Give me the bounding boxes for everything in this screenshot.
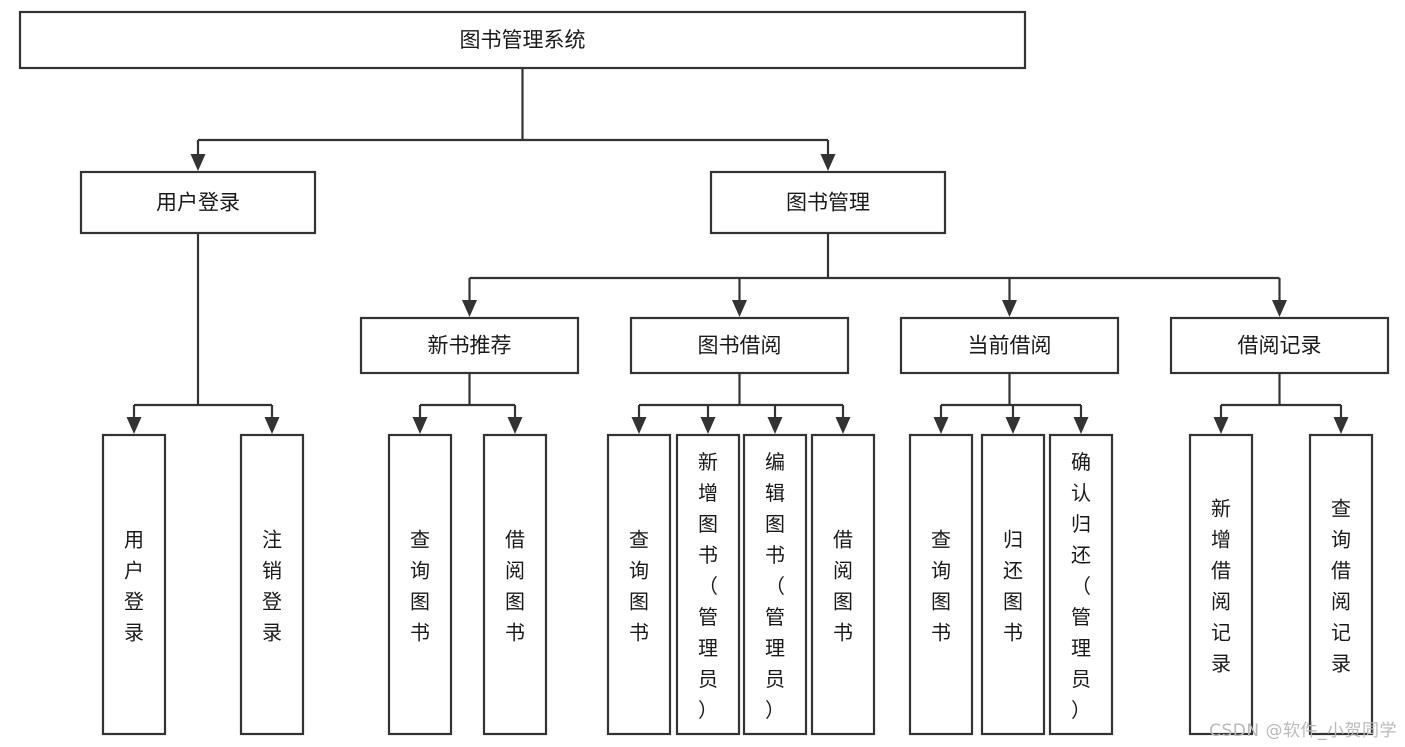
node-box xyxy=(908,433,974,736)
node-l3_1[interactable]: 图书借阅 xyxy=(629,316,850,375)
arrow-head-icon xyxy=(835,417,851,434)
node-label: 确认归还（管理员） xyxy=(1071,450,1091,722)
node-box xyxy=(18,10,1027,70)
node-label: 图书管理系统 xyxy=(460,28,586,52)
node-box xyxy=(1169,316,1390,375)
arrow-head-icon xyxy=(462,300,477,317)
node-root[interactable]: 图书管理系统 xyxy=(18,10,1027,70)
node-label: 归还图书 xyxy=(1003,528,1023,645)
node-l3_3[interactable]: 借阅记录 xyxy=(1169,316,1390,375)
arrow-head-icon xyxy=(631,417,647,434)
node-leaf_7[interactable]: 借阅图书 xyxy=(810,433,876,736)
arrow-head-icon xyxy=(1333,417,1349,434)
node-l3_0[interactable]: 新书推荐 xyxy=(359,316,580,375)
arrow-head-icon xyxy=(820,154,836,171)
arrow-head-icon xyxy=(1073,417,1089,434)
node-label: 注销登录 xyxy=(262,528,282,645)
node-l2_0[interactable]: 用户登录 xyxy=(79,170,317,235)
node-box xyxy=(629,316,850,375)
node-leaf_0[interactable]: 用户登录 xyxy=(101,433,167,736)
node-label: 查询图书 xyxy=(410,528,430,645)
node-box xyxy=(606,433,672,736)
node-leaf_9[interactable]: 归还图书 xyxy=(980,433,1046,736)
arrow-head-icon xyxy=(1005,417,1021,434)
node-box xyxy=(1308,433,1374,736)
node-label: 图书管理 xyxy=(786,191,870,215)
arrow-head-icon xyxy=(412,417,428,434)
node-label: 用户登录 xyxy=(156,191,240,215)
node-box xyxy=(675,433,741,736)
node-box xyxy=(1188,433,1254,736)
node-label: 查询图书 xyxy=(931,528,951,645)
node-l2_1[interactable]: 图书管理 xyxy=(709,170,947,235)
node-box xyxy=(980,433,1046,736)
node-leaf_3[interactable]: 借阅图书 xyxy=(482,433,548,736)
node-leaf_5[interactable]: 新增图书（管理员） xyxy=(675,433,741,736)
node-box xyxy=(899,316,1120,375)
node-label: 查询借阅记录 xyxy=(1331,497,1351,676)
arrow-head-icon xyxy=(732,300,747,317)
node-label: 当前借阅 xyxy=(968,334,1052,358)
node-leaf_2[interactable]: 查询图书 xyxy=(387,433,453,736)
node-label: 图书借阅 xyxy=(698,334,782,358)
arrow-head-icon xyxy=(264,417,280,434)
node-leaf_4[interactable]: 查询图书 xyxy=(606,433,672,736)
node-leaf_10[interactable]: 确认归还（管理员） xyxy=(1048,433,1114,736)
node-leaf_11[interactable]: 新增借阅记录 xyxy=(1188,433,1254,736)
node-box xyxy=(359,316,580,375)
node-box xyxy=(239,433,305,736)
connector-layer xyxy=(126,68,1349,434)
arrow-head-icon xyxy=(700,417,716,434)
node-label: 借阅图书 xyxy=(833,528,853,645)
node-leaf_6[interactable]: 编辑图书（管理员） xyxy=(742,433,808,736)
node-label: 查询图书 xyxy=(629,528,649,645)
node-box xyxy=(742,433,808,736)
node-box xyxy=(79,170,317,235)
node-layer: 图书管理系统用户登录图书管理新书推荐图书借阅当前借阅借阅记录用户登录注销登录查询… xyxy=(18,10,1390,736)
node-label: 新书推荐 xyxy=(428,334,512,358)
node-label: 新增图书（管理员） xyxy=(698,450,718,722)
node-leaf_1[interactable]: 注销登录 xyxy=(239,433,305,736)
node-leaf_8[interactable]: 查询图书 xyxy=(908,433,974,736)
arrow-head-icon xyxy=(126,417,142,434)
node-label: 用户登录 xyxy=(124,528,144,645)
node-label: 借阅记录 xyxy=(1238,334,1322,358)
node-label: 新增借阅记录 xyxy=(1211,497,1231,676)
node-leaf_12[interactable]: 查询借阅记录 xyxy=(1308,433,1374,736)
node-box xyxy=(709,170,947,235)
node-box xyxy=(1048,433,1114,736)
arrow-head-icon xyxy=(767,417,783,434)
node-box xyxy=(482,433,548,736)
arrow-head-icon xyxy=(1272,300,1287,317)
arrow-head-icon xyxy=(190,154,206,171)
arrow-head-icon xyxy=(507,417,523,434)
arrow-head-icon xyxy=(1002,300,1017,317)
node-box xyxy=(101,433,167,736)
arrow-head-icon xyxy=(933,417,949,434)
node-box xyxy=(810,433,876,736)
node-box xyxy=(387,433,453,736)
node-label: 借阅图书 xyxy=(505,528,525,645)
arrow-head-icon xyxy=(1213,417,1229,434)
node-label: 编辑图书（管理员） xyxy=(765,450,785,722)
node-l3_2[interactable]: 当前借阅 xyxy=(899,316,1120,375)
